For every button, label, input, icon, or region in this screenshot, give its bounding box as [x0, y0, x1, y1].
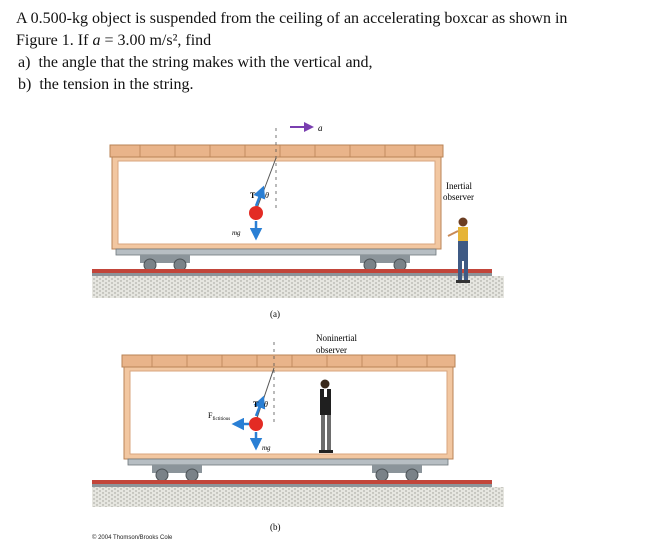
boxcar-roof-a: [109, 144, 444, 158]
panel-b: Noninertial observer T θ Ffictitious mg: [92, 333, 504, 532]
noninertial-observer-label-1: Noninertial: [316, 333, 357, 343]
noninertial-observer-label-2: observer: [316, 345, 347, 355]
inertial-observer: [447, 217, 470, 283]
inertial-observer-label-1: Inertial: [446, 181, 472, 191]
part-b: b) the tension in the string.: [18, 76, 194, 93]
caption-a: (a): [270, 309, 280, 319]
problem-line-1: A 0.500-kg object is suspended from the …: [16, 10, 568, 27]
problem-line-2: Figure 1. If a = 3.00 m/s², find: [16, 32, 212, 49]
wheels-b: [152, 465, 422, 482]
track-b: [92, 480, 504, 507]
string-a: [255, 157, 277, 212]
part-a: a) the angle that the string makes with …: [18, 54, 373, 71]
angle-label-b: θ: [264, 400, 268, 409]
angle-label-a: θ: [265, 191, 269, 200]
suspended-ball-b: [249, 417, 263, 431]
wheels-a: [140, 255, 410, 272]
caption-b: (b): [270, 522, 281, 532]
copyright-notice: © 2004 Thomson/Brooks Cole: [92, 535, 173, 541]
inertial-observer-label-2: observer: [443, 192, 474, 202]
tension-vector-b: [253, 395, 266, 417]
noninertial-observer: [319, 379, 333, 453]
suspended-ball-a: [249, 206, 263, 220]
weight-label-a: mg: [232, 229, 241, 237]
tension-label-b: T: [253, 400, 259, 409]
weight-label-b: mg: [262, 444, 271, 452]
acceleration-variable: a: [92, 32, 101, 49]
fictitious-force-label: Ffictitious: [208, 411, 230, 422]
tension-label-a: T: [250, 191, 256, 200]
problem-statement: A 0.500-kg object is suspended from the …: [16, 8, 656, 96]
acceleration-arrow: a: [290, 122, 323, 133]
panel-a: a T θ mg: [92, 122, 504, 319]
string-b: [255, 367, 275, 422]
tension-vector-a: [253, 185, 266, 207]
track-a: [92, 269, 504, 298]
boxcar-roof-b: [121, 354, 456, 368]
acceleration-label: a: [318, 123, 323, 133]
